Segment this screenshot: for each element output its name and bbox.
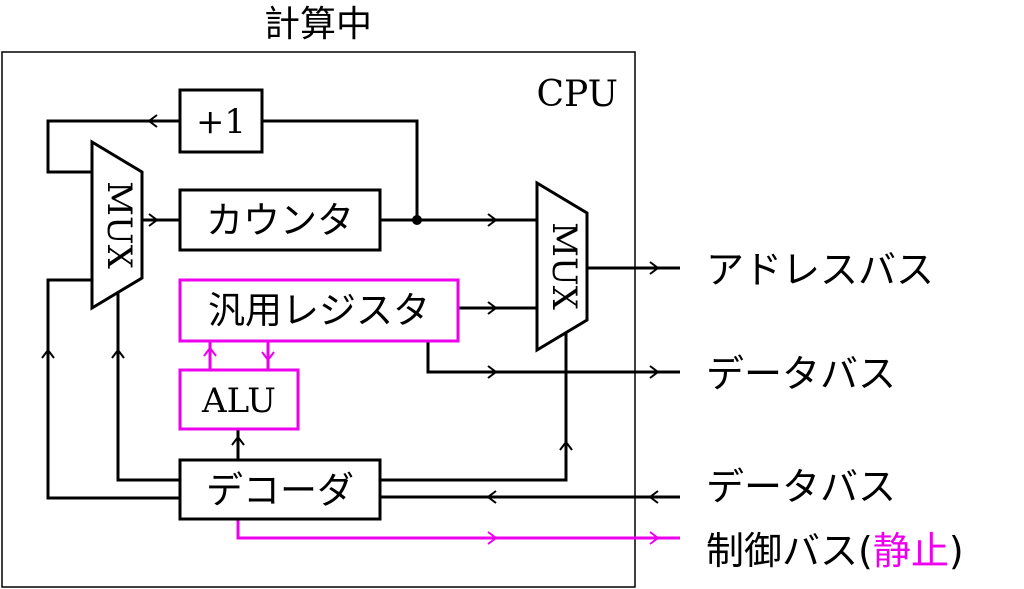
alu-label: ALU xyxy=(201,381,276,421)
mux-right xyxy=(535,180,589,353)
arrow-right xyxy=(487,365,498,379)
arrow-up xyxy=(231,435,245,446)
increment-box xyxy=(178,88,264,154)
alu-box xyxy=(178,368,300,431)
mux-right-label: MUX xyxy=(544,222,584,310)
register-box xyxy=(178,278,460,343)
data-bus-out-label: データバス xyxy=(706,352,896,396)
arrow-up xyxy=(203,346,217,357)
junction-dot xyxy=(412,215,422,225)
arrow-right xyxy=(649,365,660,379)
register-label: 汎用レジスタ xyxy=(208,289,430,332)
wire-decoder-to-mux-lower xyxy=(46,278,180,500)
magenta-wires xyxy=(208,341,680,540)
arrow-right xyxy=(649,261,660,275)
control-bus-main: 制御バス( xyxy=(706,529,873,573)
diagram-title: 計算中 xyxy=(264,4,372,45)
arrow-left xyxy=(147,114,158,128)
cpu-boundary xyxy=(1,51,636,588)
arrow-down xyxy=(261,351,275,362)
arrow-up xyxy=(41,348,55,359)
wire-register-to-data-out xyxy=(426,341,680,374)
arrow-right xyxy=(148,213,159,227)
wire-decoder-to-right-mux xyxy=(380,330,568,482)
control-bus-label: 制御バス(静止) xyxy=(706,529,964,573)
arrow-right xyxy=(649,531,660,545)
data-bus-in-label: データバス xyxy=(706,465,896,509)
arrow-left xyxy=(648,490,659,504)
cpu-label: CPU xyxy=(537,74,618,115)
decoder-label: デコーダ xyxy=(206,469,354,512)
arrowheads xyxy=(41,114,660,504)
arrow-right xyxy=(487,213,498,227)
address-bus-label: アドレスバス xyxy=(706,248,934,292)
arrow-up xyxy=(111,348,125,359)
control-bus-close: ) xyxy=(949,529,964,573)
wire-decoder-to-control xyxy=(236,519,680,540)
arrowheads-magenta xyxy=(203,346,660,545)
wire-increment-to-mux xyxy=(46,119,180,174)
counter-box xyxy=(178,188,382,252)
increment-label: +1 xyxy=(196,102,246,142)
wire-decoder-to-mux-select xyxy=(116,285,180,482)
decoder-box xyxy=(178,458,382,521)
wire-junction-to-increment xyxy=(262,119,419,220)
mux-left xyxy=(90,139,144,311)
arrow-left xyxy=(486,490,497,504)
arrow-right xyxy=(487,301,498,315)
arrow-right xyxy=(487,531,498,545)
arrow-up xyxy=(559,440,573,451)
mux-left-label: MUX xyxy=(99,181,139,269)
black-wires xyxy=(46,119,680,500)
counter-label: カウンタ xyxy=(206,199,354,242)
control-bus-state: 静止 xyxy=(873,529,949,573)
